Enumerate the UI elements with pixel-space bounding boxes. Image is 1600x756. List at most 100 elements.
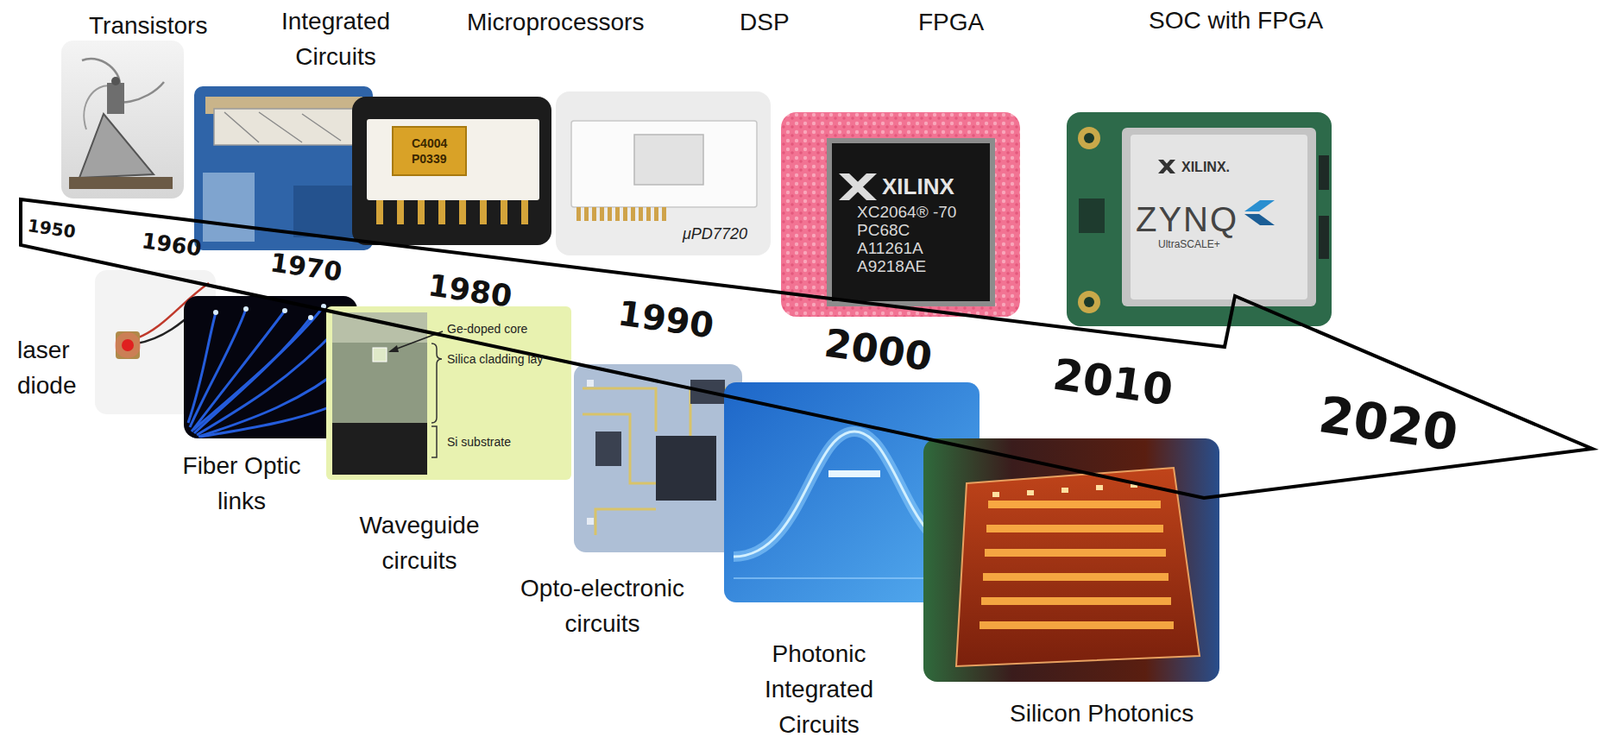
silicon-photonics-picture [992,482,1138,498]
dsp-picture [623,207,628,221]
layer-label: Ge-doped core [447,321,528,337]
opto-electronic-picture [655,435,717,501]
waveguide-picture [332,422,428,475]
opto-electronic-picture [586,517,594,525]
fiber-optic-picture [243,306,249,312]
dsp-picture [661,207,667,221]
waveguide-picture [431,426,437,458]
integrated-circuit-picture [194,86,373,251]
integrated-circuit-picture [202,172,255,242]
microprocessor-picture [521,200,529,225]
transistor-picture [61,40,184,199]
chip-marking: UltraSCALE+ [1158,238,1221,251]
caption: Waveguide circuits [341,507,498,579]
fpga-picture [838,173,877,201]
chip-marking: A11261A [856,239,924,259]
dsp-picture [638,207,643,221]
laser-diode-picture [115,331,140,360]
silicon-photonics-picture [979,621,1174,630]
fpga-picture [826,138,996,307]
integrated-circuit-picture [194,86,373,251]
chip-marking: P0339 [411,151,447,167]
silicon-photonics-picture [1096,485,1103,491]
microprocessor-picture [438,200,446,225]
year-label: 2000 [821,320,936,382]
caption: FPGA [918,7,984,38]
chip-marking: A9218AE [856,257,926,278]
dsp-picture [584,207,589,221]
soc-picture [1318,155,1330,190]
opto-electronic-picture [586,379,732,525]
dsp-picture [634,134,704,185]
fiber-optic-picture [213,309,219,315]
layer-label: Silica cladding lay [447,352,543,367]
soc-picture [1158,159,1176,174]
fpga-picture [781,112,1021,317]
microprocessor-picture [479,200,487,225]
caption: Opto-electronic circuits [503,570,702,642]
soc-picture [1077,126,1101,150]
silicon-photonics-picture [923,438,1220,682]
caption: Fiber Optic links [163,447,320,519]
opto-electronic-picture [582,388,734,536]
caption: SOC with FPGA [1148,6,1323,36]
caption: DSP [739,7,790,38]
year-label: 1960 [139,227,203,262]
year-label: 1980 [426,266,515,315]
soc-picture [1077,290,1101,314]
transistor-picture [111,76,120,86]
dsp-picture [592,207,597,221]
dsp-picture [555,91,771,256]
dsp-picture [654,207,659,221]
microprocessor-picture [366,119,540,201]
dsp-picture [599,207,605,221]
dsp-picture [607,207,612,221]
caption: laser diode [17,332,104,404]
dsp-picture [555,91,771,256]
caption: Photonic Integrated Circuits [754,636,884,743]
soc-picture [1066,112,1332,327]
laser-diode-picture [114,332,141,359]
fiber-optic-picture [308,314,314,321]
fiber-optic-picture [282,308,288,314]
silicon-photonics-picture [1026,490,1034,496]
chip-marking: ZYNQ [1135,198,1239,240]
microprocessor-picture [376,200,529,225]
dsp-picture [630,207,636,221]
layer-label: Si substrate [447,434,511,450]
silicon-photonics-picture [982,573,1169,581]
soc-picture [1066,112,1332,327]
silicon-photonics-picture [923,438,1220,682]
soc-picture [1318,215,1330,259]
microprocessor-picture [417,200,425,225]
silicon-photonics-picture [992,491,1000,498]
microprocessor-picture [352,96,552,246]
chip-marking: XC2064® -70 [856,202,957,223]
laser-diode-picture [121,339,134,352]
caption: Microprocessors [466,7,644,38]
fpga-picture [831,143,990,302]
chip-marking: C4004 [411,136,448,152]
caption: Silicon Photonics [1009,699,1194,729]
chip-marking: μPD7720 [682,225,748,245]
integrated-circuit-picture [224,112,341,143]
fpga-picture [838,173,877,201]
microprocessor-picture [352,96,552,246]
fiber-optic-picture [188,312,216,423]
soc-picture [1130,134,1308,300]
soc-picture [1244,200,1275,212]
dsp-picture [615,207,620,221]
year-label: 2020 [1315,384,1462,464]
opto-electronic-picture [582,388,656,432]
chip-marking: XILINX. [1181,158,1230,176]
waveguide-picture [326,306,572,480]
silicon-photonics-picture [1061,487,1069,493]
year-label: 1990 [615,291,717,347]
silicon-photonics-picture [986,524,1164,533]
soc-picture [1158,159,1176,174]
soc-picture [1244,214,1275,226]
soc-picture [1083,296,1095,308]
dsp-picture [576,207,667,221]
microprocessor-picture [500,200,508,225]
silicon-photonics-picture [979,500,1174,630]
